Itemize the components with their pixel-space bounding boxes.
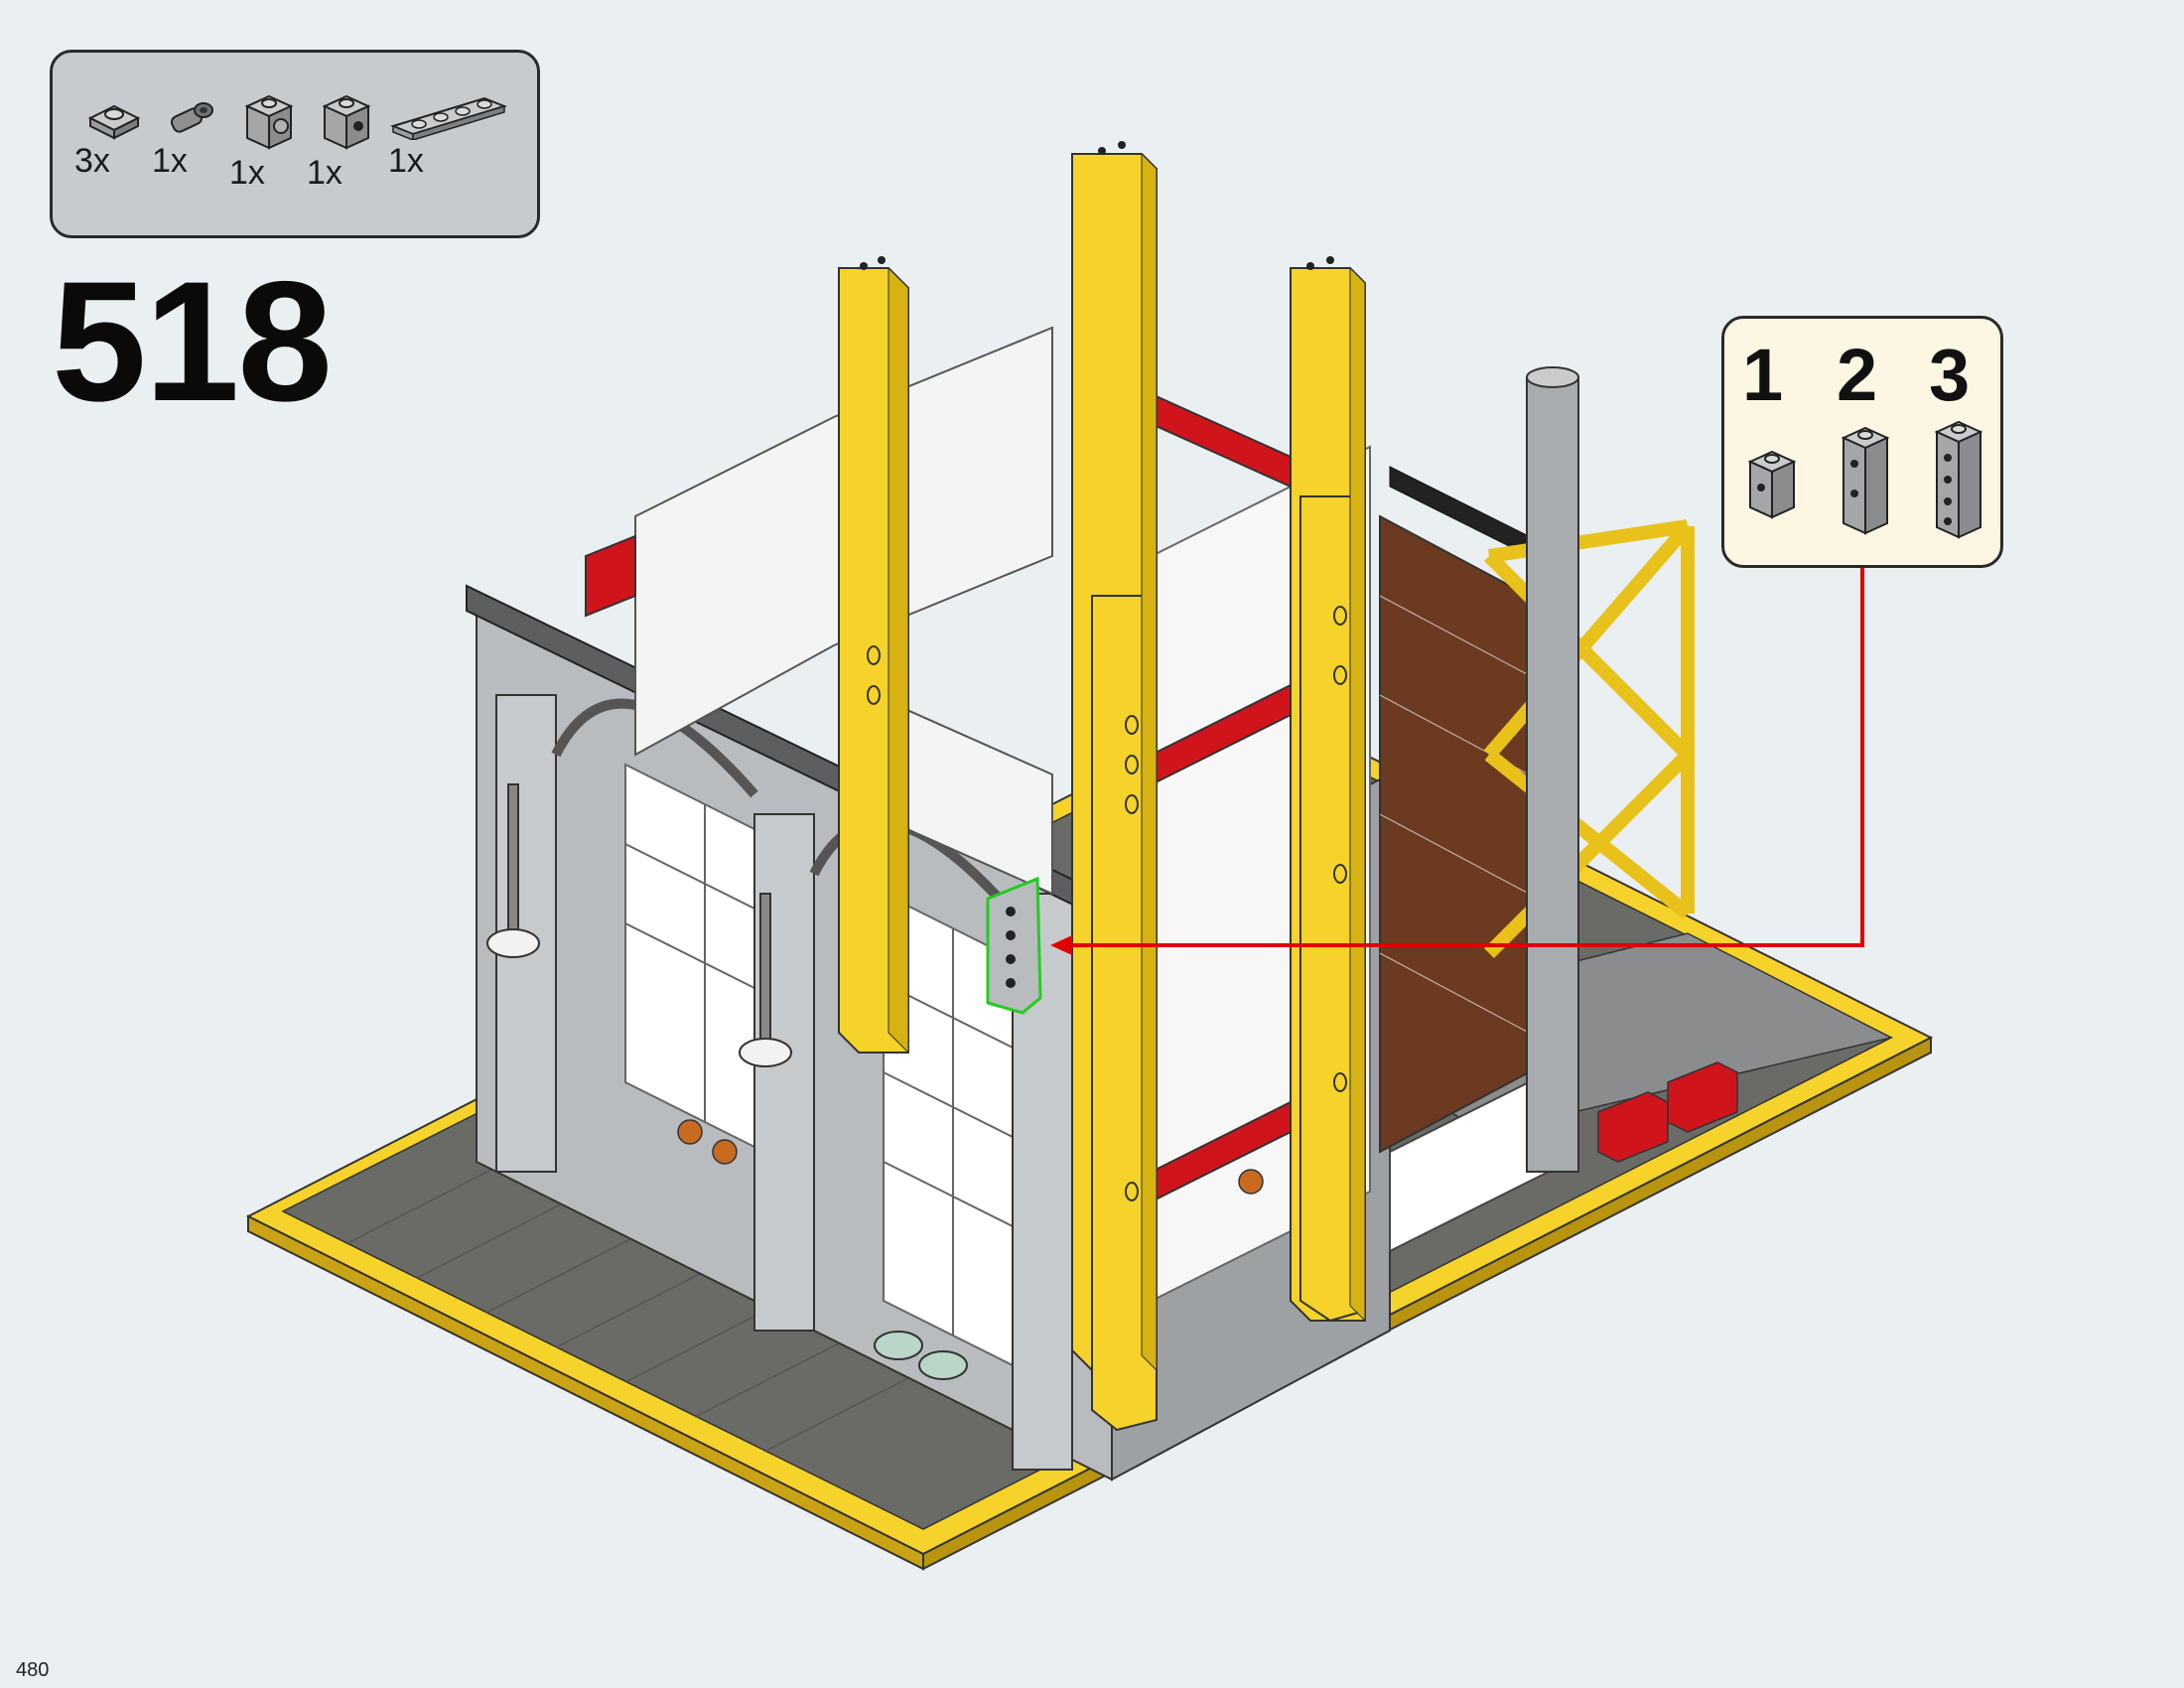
part-item: 1x [307,92,386,193]
parts-list-box: 3x 1x 1x 1x [50,50,540,238]
brick-1x1-side-hole-icon [322,94,371,150]
part-qty: 3x [74,142,110,180]
part-qty: 1x [152,142,188,180]
part-qty: 1x [388,142,424,180]
bar-holder-icon [170,102,213,133]
part-item: 3x [74,92,154,181]
brick-1x1-side-stud-icon [244,94,294,150]
plate-1x4-icon [389,96,508,140]
substep-callout: 1 2 3 [1721,316,2003,568]
part-item: 1x [384,92,513,181]
part-qty: 1x [307,154,342,192]
plate-1x1-icon [87,104,141,140]
substep-2-brick-icon [1841,426,1890,535]
part-qty: 1x [229,154,265,192]
substep-3-brick-icon [1934,420,1983,539]
part-item: 1x [229,92,309,193]
substep-number: 3 [1929,334,1971,416]
page-number: 480 [16,1659,50,1681]
part-item: 1x [152,92,231,181]
substep-number: 1 [1742,334,1784,416]
step-number: 518 [52,246,333,437]
substep-1-brick-icon [1747,450,1797,519]
substep-number: 2 [1837,334,1878,416]
